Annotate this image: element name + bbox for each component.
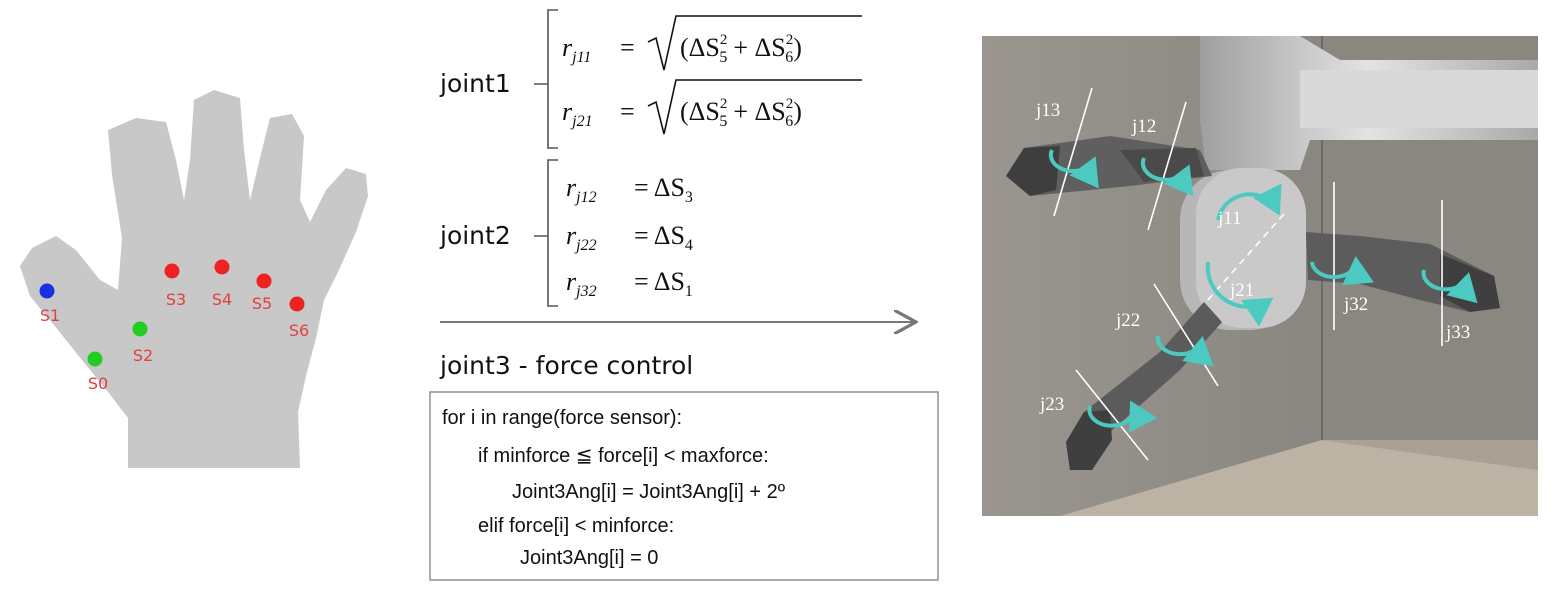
joint-label-j22: j22 bbox=[1115, 310, 1140, 331]
joint-label-j13: j13 bbox=[1035, 100, 1060, 121]
svg-text:rj12: rj12 bbox=[566, 173, 597, 206]
sensor-label-s6: S6 bbox=[289, 321, 309, 340]
sensor-dot-s0 bbox=[87, 351, 103, 367]
sensor-label-s4: S4 bbox=[212, 290, 232, 309]
sensor-dot-s2 bbox=[132, 321, 148, 337]
code-box bbox=[429, 391, 939, 581]
joint-label-j23: j23 bbox=[1039, 394, 1064, 415]
joint1-label: joint1 bbox=[439, 69, 511, 98]
joint2-label: joint2 bbox=[439, 221, 511, 250]
code-line-4: elif force[i] < minforce: bbox=[478, 515, 674, 537]
svg-text:= ΔS1: = ΔS1 bbox=[634, 267, 693, 300]
joint2-bracket bbox=[534, 159, 558, 307]
code-line-3: Joint3Ang[i] = Joint3Ang[i] + 2º bbox=[512, 481, 786, 503]
svg-text:rj32: rj32 bbox=[566, 267, 597, 300]
code-line-2: if minforce ≦ force[i] < maxforce: bbox=[478, 445, 769, 467]
sensor-label-s3: S3 bbox=[166, 290, 186, 309]
sensor-dot-s3 bbox=[164, 263, 180, 279]
joint-label-j12: j12 bbox=[1131, 116, 1156, 137]
joint2-block: joint2 rj12 = ΔS3 rj22 = ΔS4 rj32 = ΔS1 bbox=[439, 159, 693, 307]
svg-text:rj22: rj22 bbox=[566, 221, 597, 254]
joint2-equation-3: rj32 = ΔS1 bbox=[566, 267, 693, 300]
joint2-equation-1: rj12 = ΔS3 bbox=[566, 173, 693, 206]
code-line-5: Joint3Ang[i] = 0 bbox=[520, 547, 658, 569]
sensor-label-s2: S2 bbox=[133, 346, 153, 365]
svg-text:rj21: rj21 bbox=[562, 97, 593, 130]
sensor-label-s1: S1 bbox=[40, 306, 60, 325]
svg-text:= ΔS3: = ΔS3 bbox=[634, 173, 693, 206]
code-line-1: for i in range(force sensor): bbox=[442, 407, 682, 429]
sensor-dot-s5 bbox=[256, 273, 272, 289]
svg-text:=: = bbox=[620, 97, 635, 126]
sensor-dot-s4 bbox=[214, 259, 230, 275]
sensor-label-s0: S0 bbox=[88, 374, 108, 393]
joint-label-j11: j11 bbox=[1217, 208, 1242, 229]
joint-label-j32: j32 bbox=[1343, 294, 1368, 315]
joint-label-j21: j21 bbox=[1229, 280, 1254, 301]
joint2-equation-2: rj22 = ΔS4 bbox=[566, 221, 693, 254]
joint1-bracket bbox=[534, 9, 558, 149]
svg-text:=: = bbox=[620, 33, 635, 62]
sensor-dot-s6 bbox=[289, 296, 305, 312]
joint3-label: joint3 - force control bbox=[439, 351, 693, 380]
svg-text:= ΔS4: = ΔS4 bbox=[634, 221, 693, 254]
svg-text:rj11: rj11 bbox=[562, 33, 591, 66]
robot-hand-render: j13 j12 j11 j21 j22 j23 j32 j33 bbox=[982, 36, 1538, 516]
glove-silhouette bbox=[20, 90, 368, 468]
sensor-dot-s1 bbox=[39, 283, 55, 299]
joint3-block: joint3 - force control for i in range(fo… bbox=[429, 351, 939, 581]
joint-label-j33: j33 bbox=[1445, 322, 1470, 343]
sensor-label-s5: S5 bbox=[252, 294, 272, 313]
